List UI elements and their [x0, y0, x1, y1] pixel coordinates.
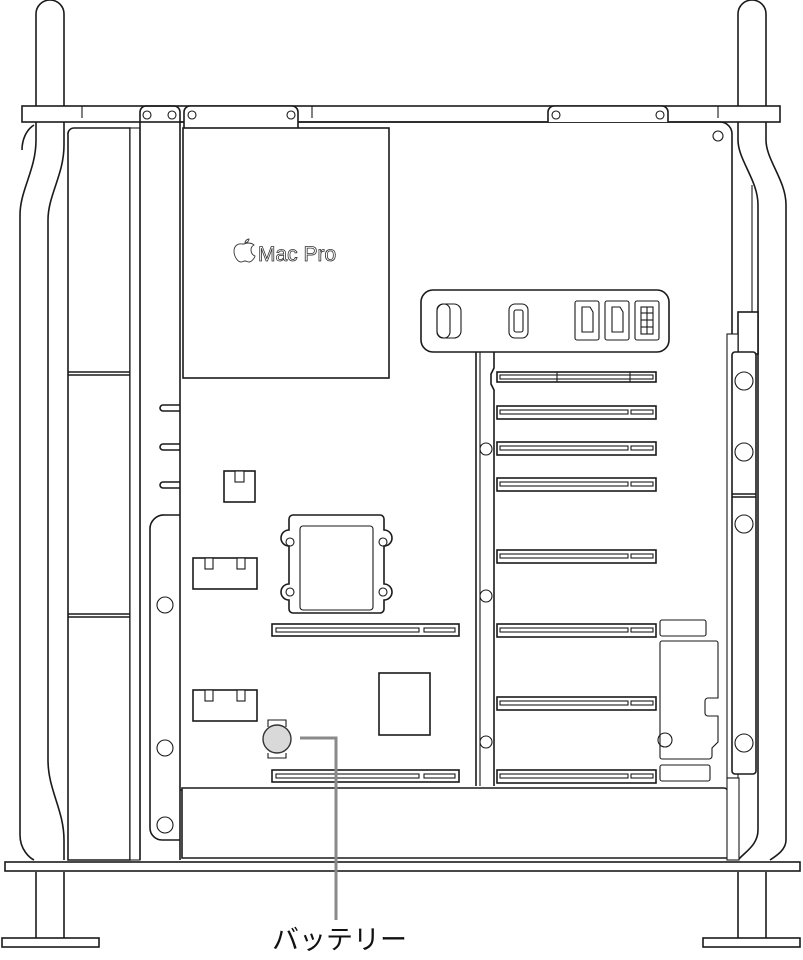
io-port-panel [420, 289, 670, 353]
pcie-slots [496, 371, 657, 784]
right-bracket [726, 311, 759, 779]
left-drive-bays [67, 127, 141, 861]
bottom-rail [4, 861, 801, 872]
battery-callout-label: バッテリー [272, 925, 407, 956]
memory-slots [271, 623, 460, 783]
top-brackets [183, 105, 669, 128]
right-frame-handle [702, 0, 801, 948]
pcie-divider [475, 352, 495, 786]
board-connectors [192, 470, 431, 736]
apple-logo-icon [233, 238, 256, 263]
sata-port-icon [574, 300, 600, 341]
brand-plate: Mac Pro [182, 127, 390, 379]
brand-label: Mac Pro [258, 243, 336, 266]
left-frame-handle [1, 0, 100, 948]
cpu-socket [280, 514, 393, 614]
logic-board [180, 121, 733, 791]
coin-cell-battery [262, 719, 292, 759]
sata-port-icon [604, 300, 630, 341]
thunderbolt-port-icon [508, 303, 529, 339]
right-board-components [657, 619, 719, 782]
left-bracket [139, 105, 181, 860]
power-supply [181, 777, 740, 861]
battery-callout-line [300, 736, 338, 920]
power-header-icon [634, 300, 660, 341]
